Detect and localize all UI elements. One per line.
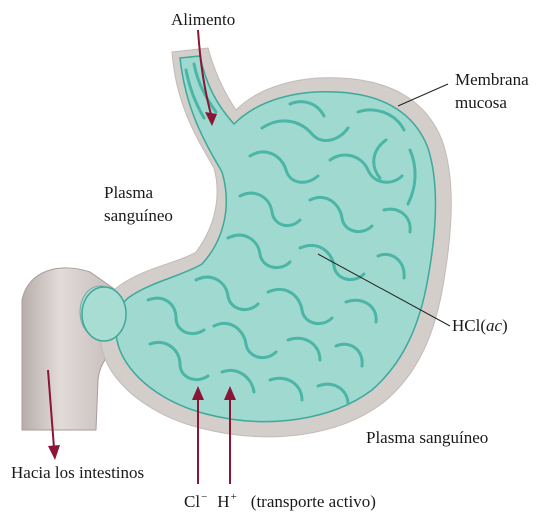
plasma-right-label: Plasma sanguíneo	[366, 428, 488, 448]
chloride-charge: −	[201, 491, 207, 503]
hcl-state: ac	[486, 316, 502, 335]
hcl-label: HCl(ac)	[452, 316, 508, 336]
mucosa-label-line2: mucosa	[455, 93, 507, 113]
plasma-left-line2: sanguíneo	[104, 206, 173, 226]
intestines-label: Hacia los intestinos	[11, 463, 144, 483]
stomach-lining	[116, 56, 436, 422]
chloride-label: Cl	[184, 492, 200, 511]
hcl-formula: HCl(	[452, 316, 486, 335]
ion-labels: Cl−H+ (transporte activo)	[184, 492, 376, 514]
pylorus	[82, 287, 126, 341]
food-label: Alimento	[171, 10, 235, 30]
proton-charge: +	[231, 491, 237, 503]
hcl-close: )	[502, 316, 508, 335]
plasma-left-line1: Plasma	[104, 183, 153, 203]
mucosa-label-line1: Membrana	[455, 70, 529, 90]
proton-label: H	[217, 492, 229, 511]
transport-label: (transporte activo)	[251, 492, 376, 511]
